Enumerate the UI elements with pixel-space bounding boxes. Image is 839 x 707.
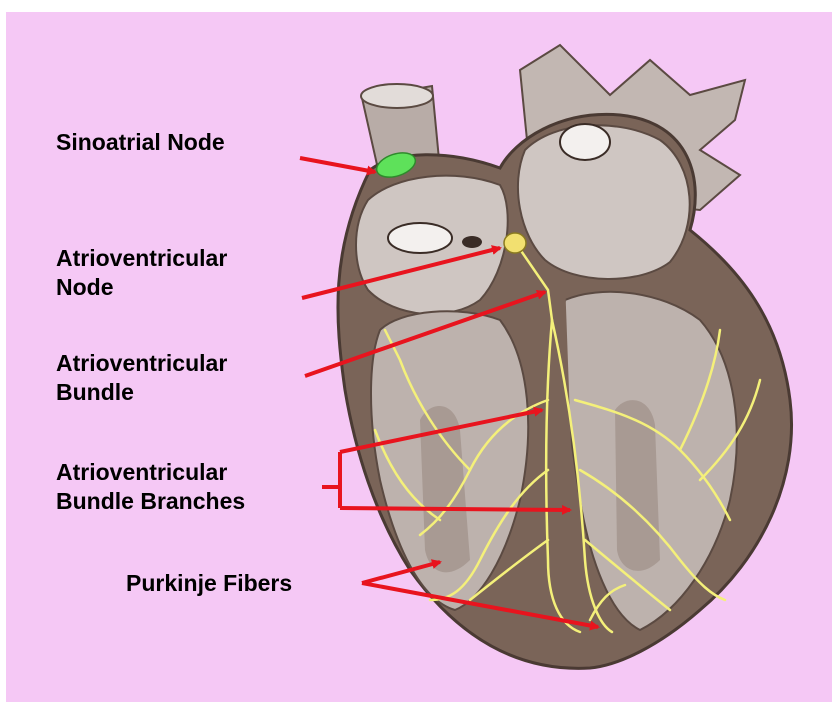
label-atrioventricular-bundle-branches: Atrioventricular Bundle Branches — [56, 458, 245, 516]
label-av-node-line-2: Node — [56, 273, 227, 302]
papillary-muscle-left — [615, 400, 660, 571]
atrial-opening — [388, 223, 452, 253]
label-av-bundle-line-1: Atrioventricular — [56, 349, 227, 378]
label-atrioventricular-bundle: Atrioventricular Bundle — [56, 349, 227, 407]
label-sinoatrial-node-line-1: Sinoatrial Node — [56, 128, 225, 157]
atrioventricular-node — [504, 233, 526, 253]
label-av-bundle-branches-line-1: Atrioventricular — [56, 458, 245, 487]
label-purkinje-fibers-line-1: Purkinje Fibers — [126, 569, 292, 598]
arrow-bundle-branch-left — [340, 508, 570, 510]
label-av-bundle-line-2: Bundle — [56, 378, 227, 407]
label-av-node-line-1: Atrioventricular — [56, 244, 227, 273]
label-sinoatrial-node: Sinoatrial Node — [56, 128, 225, 157]
label-av-bundle-branches-line-2: Bundle Branches — [56, 487, 245, 516]
pulmonary-opening — [560, 124, 610, 160]
superior-vena-cava-opening — [361, 84, 433, 108]
heart-chambers — [356, 124, 737, 645]
coronary-sinus-opening — [462, 236, 482, 248]
label-purkinje-fibers: Purkinje Fibers — [126, 569, 292, 598]
label-atrioventricular-node: Atrioventricular Node — [56, 244, 227, 302]
